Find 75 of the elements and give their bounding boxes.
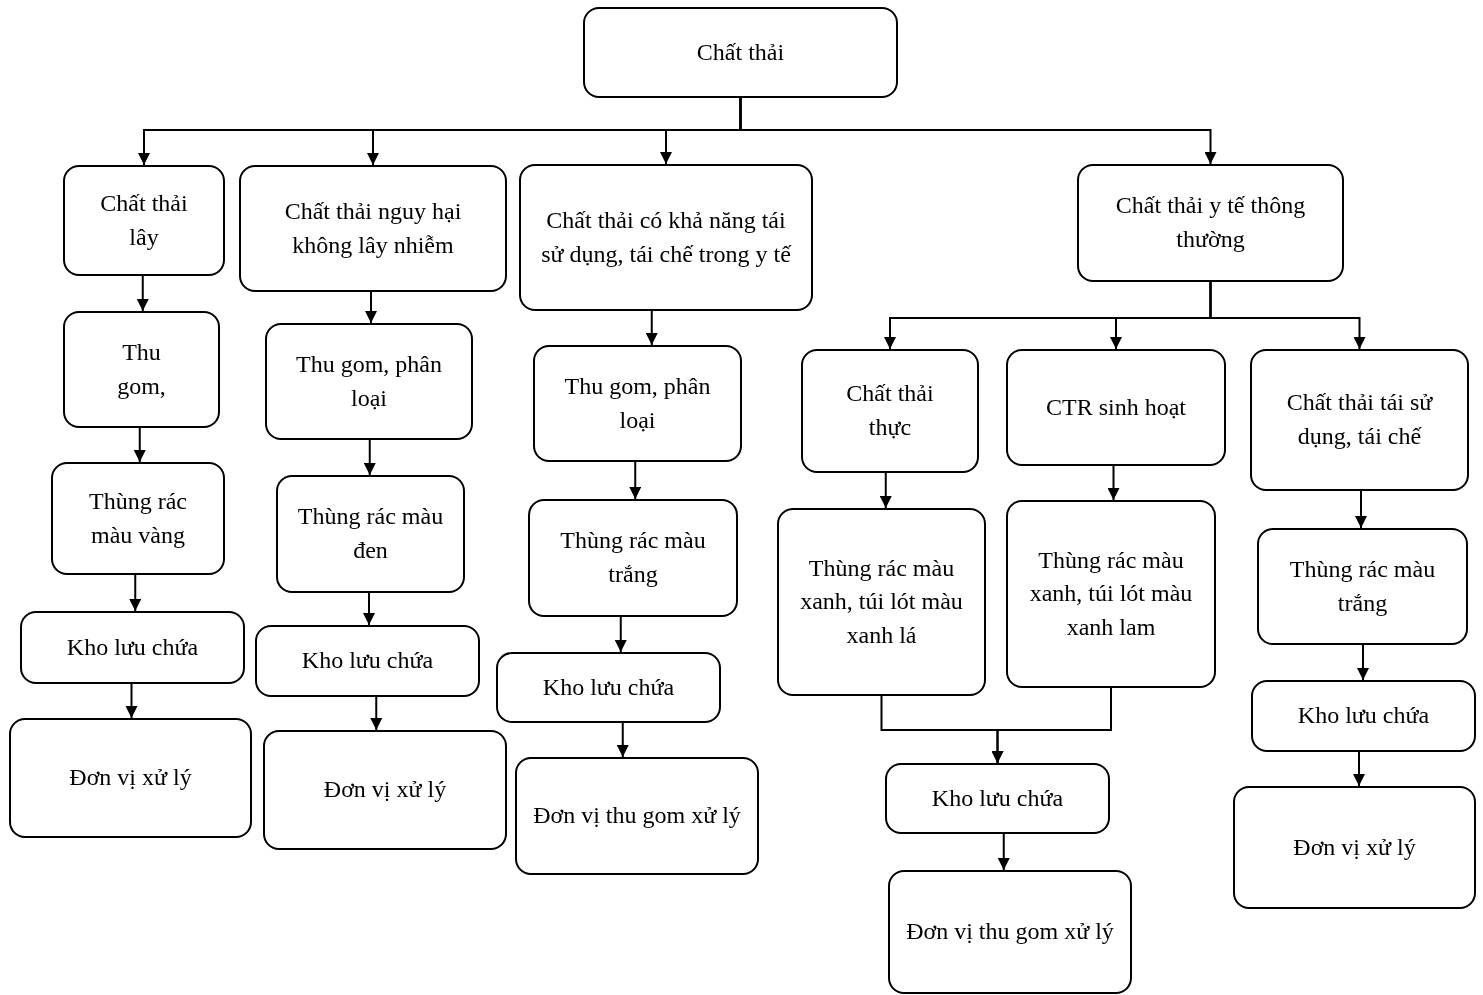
arrow [136, 275, 149, 312]
arrow [1355, 490, 1367, 529]
box-label: Đơn vị xử lý [69, 763, 192, 793]
process-box [1251, 680, 1476, 752]
process-box [519, 164, 813, 311]
process-box [888, 870, 1132, 994]
process-box [63, 165, 225, 276]
arrow [614, 616, 627, 653]
arrow [629, 461, 642, 500]
box-label: Thùng rác màu đen [296, 502, 445, 565]
box-label: Thùng rác màu xanh, túi lót màu xanh lam [1028, 545, 1194, 642]
arrow [363, 439, 376, 476]
process-box [263, 730, 507, 850]
process-box [1077, 164, 1344, 282]
process-box [9, 718, 252, 838]
arrow [1107, 465, 1120, 501]
box-label: Kho lưu chứa [1297, 701, 1430, 731]
box-label: Thùng rác màu xanh, túi lót màu xanh lá [799, 553, 964, 650]
arrow [739, 97, 1217, 165]
arrow [365, 291, 377, 324]
process-box [496, 652, 721, 723]
process-box [528, 499, 738, 617]
arrow [991, 687, 1112, 764]
process-box [265, 323, 473, 440]
process-box [1257, 528, 1468, 645]
box-label: Đơn vị thu gom xử lý [906, 917, 1114, 947]
process-box [1006, 349, 1226, 466]
box-label: Thùng rác màu trắng [559, 526, 707, 589]
box-label: Đơn vị xử lý [323, 775, 447, 805]
arrow [616, 722, 629, 758]
box-label: Chất thải nguy hại không lây nhiễm [283, 196, 463, 260]
arrow [363, 592, 375, 626]
process-box [255, 625, 480, 697]
box-label: Thu gom, phân loại [563, 371, 712, 435]
process-box [1233, 786, 1476, 909]
box-label: Thùng rác màu vàng [88, 486, 188, 550]
arrow [1357, 644, 1369, 681]
arrow [997, 833, 1010, 871]
box-label: Kho lưu chứa [542, 672, 675, 702]
arrow [125, 683, 138, 719]
process-box [276, 475, 465, 593]
process-box [1006, 500, 1216, 688]
process-box [885, 763, 1110, 834]
process-box [1250, 349, 1469, 491]
box-label: Chất thải có khả năng tái sử dụng, tái chế trong y tế [540, 205, 793, 269]
box-label: CTR sinh hoạt [1046, 392, 1186, 422]
arrow [133, 427, 146, 463]
process-box [51, 462, 225, 575]
box-label: Kho lưu chứa [931, 783, 1064, 813]
process-box [583, 7, 898, 98]
arrow [370, 696, 383, 731]
process-box [533, 345, 742, 462]
box-label: Chất thải tái sử dụng, tái chế [1285, 388, 1434, 451]
process-box [20, 611, 245, 684]
box-label: Chất thải y tế thông thường [1114, 191, 1307, 254]
process-box [801, 349, 979, 473]
process-box [239, 165, 507, 292]
box-label: Thùng rác màu trắng [1288, 554, 1437, 618]
box-label: Đơn vị xử lý [1293, 832, 1416, 862]
arrow [879, 472, 892, 509]
box-label: Kho lưu chứa [301, 646, 434, 676]
arrow [1353, 751, 1365, 787]
box-label: Chất thải thực [845, 379, 935, 442]
box-label: Kho lưu chứa [66, 632, 199, 662]
arrow [645, 310, 658, 346]
arrow [1209, 281, 1366, 350]
arrow [129, 574, 142, 612]
process-box [63, 311, 220, 428]
box-label: Chất thải [696, 37, 785, 67]
process-box [777, 508, 986, 696]
box-label: Chất thải lây [99, 188, 189, 252]
box-label: Thu gom, [116, 337, 167, 401]
box-label: Thu gom, phân loại [295, 349, 443, 413]
process-box [515, 757, 759, 875]
box-label: Đơn vị thu gom xử lý [533, 801, 741, 831]
